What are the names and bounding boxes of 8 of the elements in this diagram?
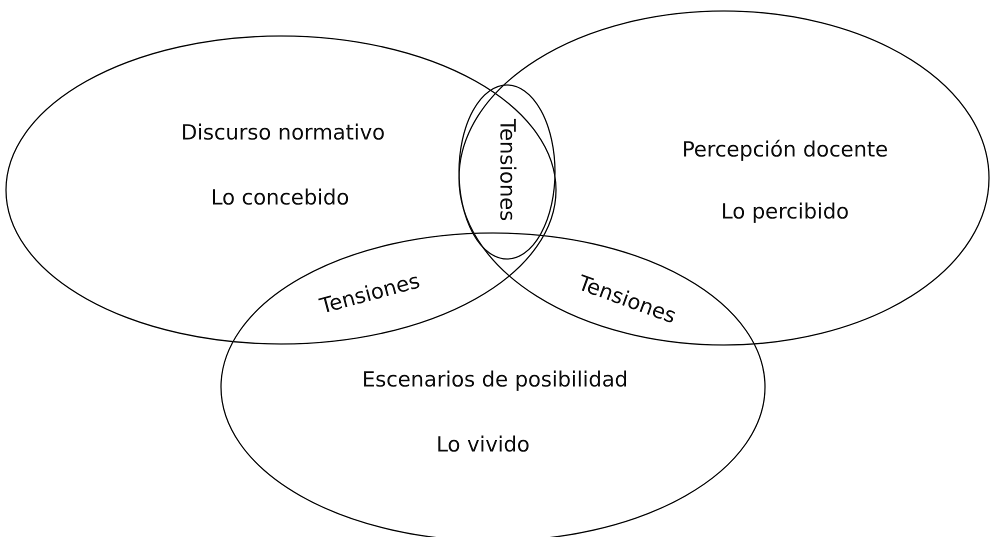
circle-heading: Discurso normativo [181,121,385,145]
circle-heading: Escenarios de posibilidad [362,368,628,392]
overlap-label: Tensiones [318,270,422,318]
circle-subtitle: Lo concebido [210,186,350,210]
circle-subtitle: Lo percibido [721,200,849,224]
overlap-label: Tensiones [495,118,519,222]
circle-subtitle: Lo vivido [436,433,530,457]
circle-heading: Percepción docente [682,138,888,162]
